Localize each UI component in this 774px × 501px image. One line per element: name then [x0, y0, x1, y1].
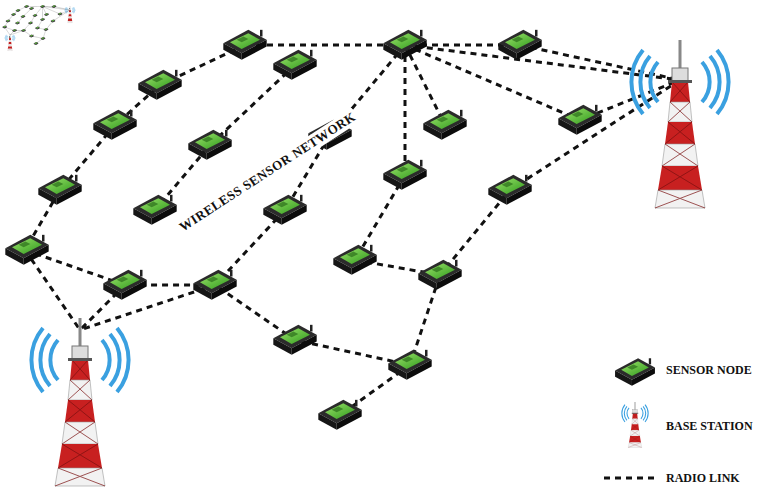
legend-text: RADIO LINK [666, 471, 740, 486]
legend-text: BASE STATION [666, 419, 753, 434]
legend-text: SENSOR NODE [666, 363, 752, 378]
